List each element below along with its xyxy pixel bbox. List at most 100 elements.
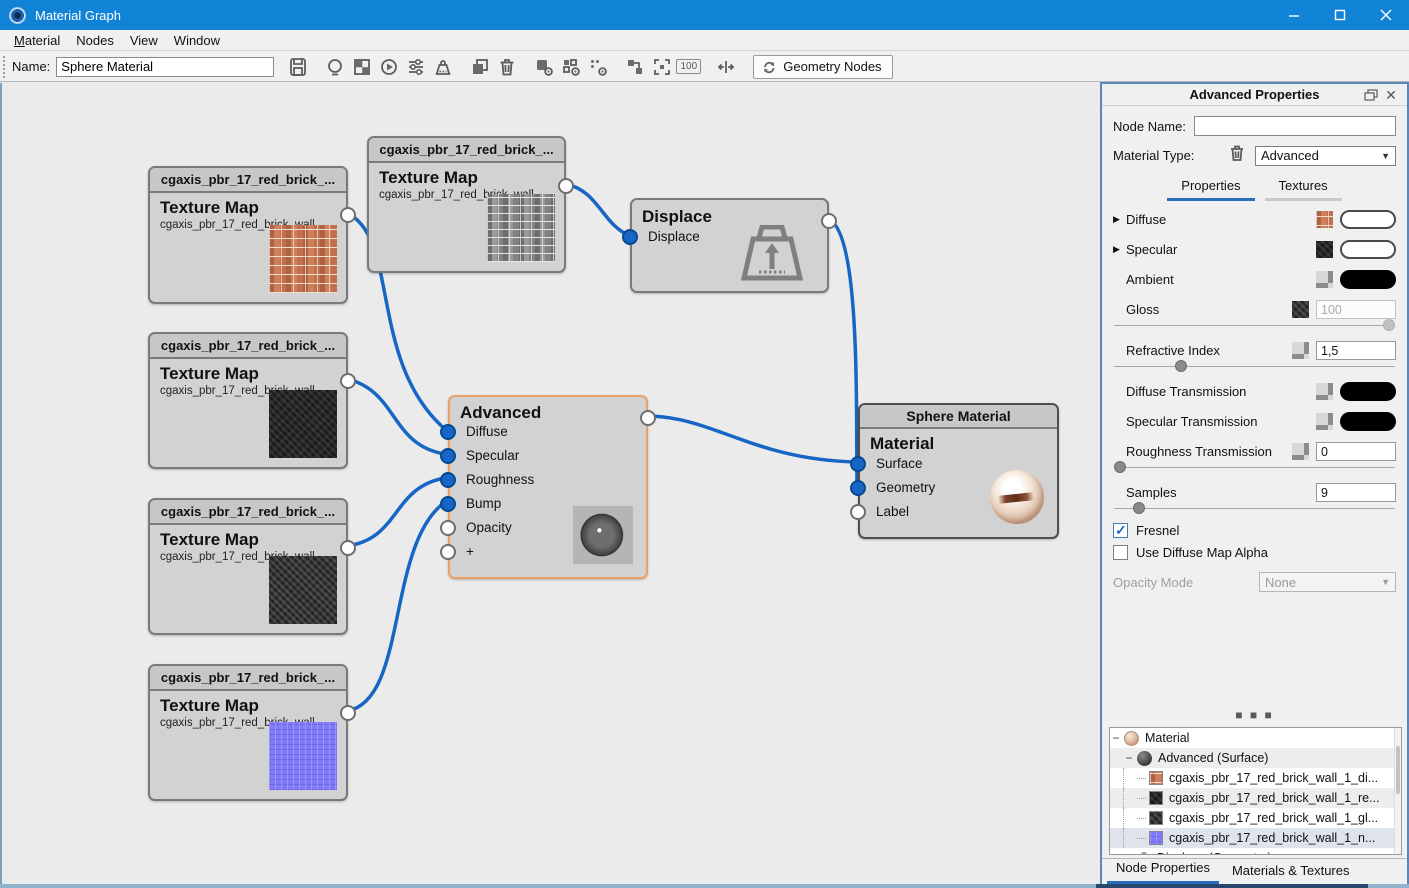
gloss-value-field[interactable] xyxy=(1316,300,1396,319)
weight-icon[interactable] xyxy=(430,55,455,79)
displace-node[interactable]: Displace Displace xyxy=(622,198,837,293)
texture-map-node-normal[interactable]: cgaxis_pbr_17_red_brick_... Texture Map … xyxy=(148,664,356,801)
node-graph-canvas[interactable]: cgaxis_pbr_17_red_brick_... Texture Map … xyxy=(0,83,1100,884)
panel-splitter-handle[interactable]: ■ ■ ■ xyxy=(1235,708,1274,722)
diffuse-transmission-swatch[interactable] xyxy=(1340,382,1396,401)
menu-nodes[interactable]: Nodes xyxy=(76,32,114,48)
auto-update-icon[interactable] xyxy=(376,55,401,79)
add-input-port[interactable] xyxy=(440,544,456,560)
tab-materials-textures[interactable]: Materials & Textures xyxy=(1231,863,1350,878)
output-port[interactable] xyxy=(640,410,656,426)
show-node-dots-icon[interactable] xyxy=(585,55,610,79)
settings-sliders-icon[interactable] xyxy=(403,55,428,79)
layout-nodes-icon[interactable] xyxy=(622,55,647,79)
menu-window[interactable]: Window xyxy=(173,32,221,48)
save-icon[interactable] xyxy=(285,55,310,79)
input-port-bump[interactable] xyxy=(440,496,456,512)
input-port-displace[interactable] xyxy=(622,229,638,245)
texture-preview-icon[interactable] xyxy=(349,55,374,79)
preview-sphere-icon[interactable] xyxy=(322,55,347,79)
close-button[interactable] xyxy=(1363,0,1409,30)
fit-view-icon[interactable] xyxy=(649,55,674,79)
material-type-dropdown[interactable]: Advanced ▼ xyxy=(1255,145,1396,166)
menu-material[interactable]: Material xyxy=(14,32,61,48)
refractive-texture-chip[interactable] xyxy=(1292,342,1309,359)
delete-material-icon[interactable] xyxy=(1228,144,1246,167)
zoom-100-icon[interactable]: 100 xyxy=(676,55,702,79)
use-diffuse-map-alpha-checkbox[interactable] xyxy=(1113,545,1128,560)
refractive-index-slider[interactable] xyxy=(1113,360,1396,373)
float-panel-icon[interactable] xyxy=(1363,87,1379,103)
collapse-icon[interactable]: − xyxy=(1125,751,1133,765)
output-port[interactable] xyxy=(340,207,356,223)
delete-icon[interactable] xyxy=(494,55,519,79)
texture-map-node-displacement[interactable]: cgaxis_pbr_17_red_brick_... Texture Map … xyxy=(367,136,574,273)
input-port-opacity[interactable] xyxy=(440,520,456,536)
tree-row-texture[interactable]: cgaxis_pbr_17_red_brick_wall_1_re... xyxy=(1110,788,1401,808)
geometry-nodes-button[interactable]: Geometry Nodes xyxy=(753,54,893,79)
split-connection-icon[interactable] xyxy=(713,55,738,79)
displace-icon xyxy=(740,225,804,281)
maximize-button[interactable] xyxy=(1317,0,1363,30)
menu-view[interactable]: View xyxy=(129,32,158,48)
node-name-input[interactable] xyxy=(1193,116,1396,136)
output-port[interactable] xyxy=(340,540,356,556)
minimize-button[interactable] xyxy=(1271,0,1317,30)
expand-icon[interactable]: + xyxy=(1123,851,1135,854)
ambient-color-swatch[interactable] xyxy=(1340,270,1396,289)
specular-texture-chip[interactable] xyxy=(1316,241,1333,258)
output-port[interactable] xyxy=(821,213,837,229)
material-name-input[interactable] xyxy=(56,56,275,77)
tree-scrollbar[interactable] xyxy=(1394,728,1401,854)
specular-transmission-swatch[interactable] xyxy=(1340,412,1396,431)
input-port-diffuse[interactable] xyxy=(440,424,456,440)
refractive-index-field[interactable] xyxy=(1316,341,1396,360)
close-panel-icon[interactable]: ✕ xyxy=(1385,86,1397,103)
output-port[interactable] xyxy=(558,178,574,194)
diffuse-texture-chip[interactable] xyxy=(1316,211,1333,228)
gloss-slider[interactable] xyxy=(1113,319,1396,332)
output-port[interactable] xyxy=(340,373,356,389)
texture-map-node-gloss[interactable]: cgaxis_pbr_17_red_brick_... Texture Map … xyxy=(148,498,356,635)
roughness-transmission-slider[interactable] xyxy=(1113,461,1396,474)
show-node-grid-icon[interactable] xyxy=(558,55,583,79)
diffuse-transmission-chip[interactable] xyxy=(1316,383,1333,400)
node-type-title: Texture Map xyxy=(160,530,259,549)
roughness-transmission-field[interactable] xyxy=(1316,442,1396,461)
tree-row-texture[interactable]: cgaxis_pbr_17_red_brick_wall_1_di... xyxy=(1110,768,1401,788)
roughness-transmission-chip[interactable] xyxy=(1292,443,1309,460)
tab-node-properties[interactable]: Node Properties xyxy=(1107,856,1219,884)
output-port[interactable] xyxy=(340,705,356,721)
tab-properties[interactable]: Properties xyxy=(1167,175,1255,201)
ambient-texture-chip[interactable] xyxy=(1316,271,1333,288)
input-port-specular[interactable] xyxy=(440,448,456,464)
tree-row-displace-geometry[interactable]: + Displace (Geometry) xyxy=(1110,848,1401,854)
tab-textures[interactable]: Textures xyxy=(1264,175,1342,201)
texture-map-node-diffuse[interactable]: cgaxis_pbr_17_red_brick_... Texture Map … xyxy=(148,166,356,304)
input-port-label[interactable] xyxy=(850,504,866,520)
input-port-geometry[interactable] xyxy=(850,480,866,496)
specular-color-swatch[interactable] xyxy=(1340,240,1396,259)
opacity-mode-dropdown[interactable]: None ▼ xyxy=(1259,572,1396,592)
toolbar-grip[interactable] xyxy=(3,55,7,78)
texture-map-node-reflection[interactable]: cgaxis_pbr_17_red_brick_... Texture Map … xyxy=(148,332,356,469)
samples-field[interactable] xyxy=(1316,483,1396,502)
fresnel-checkbox[interactable] xyxy=(1113,522,1128,539)
advanced-shader-node[interactable]: Advanced Diffuse Specular Roughness Bump… xyxy=(440,395,656,579)
tree-row-advanced-surface[interactable]: − Advanced (Surface) xyxy=(1110,748,1401,768)
tree-row-texture[interactable]: cgaxis_pbr_17_red_brick_wall_1_gl... xyxy=(1110,808,1401,828)
expander-icon[interactable]: ▶ xyxy=(1113,214,1120,224)
samples-slider[interactable] xyxy=(1113,502,1396,515)
specular-transmission-chip[interactable] xyxy=(1316,413,1333,430)
duplicate-icon[interactable] xyxy=(467,55,492,79)
input-port-surface[interactable] xyxy=(850,456,866,472)
show-node-previews-icon[interactable] xyxy=(531,55,556,79)
expander-icon[interactable]: ▶ xyxy=(1113,244,1120,254)
tree-row-texture-selected[interactable]: cgaxis_pbr_17_red_brick_wall_1_n... xyxy=(1110,828,1401,848)
tree-row-material[interactable]: − Material xyxy=(1110,728,1401,748)
gloss-texture-chip[interactable] xyxy=(1292,301,1309,318)
collapse-icon[interactable]: − xyxy=(1112,731,1120,745)
diffuse-color-swatch[interactable] xyxy=(1340,210,1396,229)
input-port-roughness[interactable] xyxy=(440,472,456,488)
sphere-material-node[interactable]: Sphere Material Material Surface Geometr… xyxy=(850,403,1059,539)
